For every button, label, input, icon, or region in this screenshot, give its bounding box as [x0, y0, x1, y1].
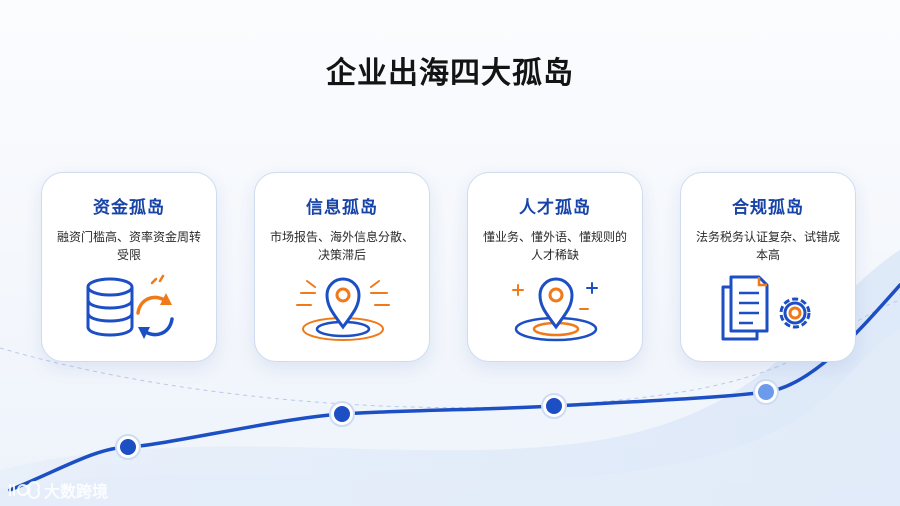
location-pin-sparkle-icon — [512, 277, 598, 342]
card-information-island: 信息孤岛 市场报告、海外信息分散、决策滞后 — [254, 172, 430, 362]
card-funding-island: 资金孤岛 融资门槛高、资率资金周转受限 — [41, 172, 217, 362]
card-talent-island: 人才孤岛 懂业务、懂外语、懂规则的人才稀缺 — [467, 172, 643, 362]
page-title: 企业出海四大孤岛 — [326, 56, 574, 91]
watermark: 大数跨境 — [8, 478, 108, 502]
milestone-dot — [541, 393, 567, 419]
database-cycle-icon — [86, 274, 174, 339]
brand-logo-icon — [9, 481, 40, 499]
location-pin-icon — [296, 277, 390, 341]
card-title: 人才孤岛 — [519, 198, 591, 218]
documents-gear-icon — [721, 275, 811, 341]
card-description: 融资门槛高、资率资金周转受限 — [56, 230, 201, 262]
card-title: 资金孤岛 — [93, 198, 165, 218]
card-description: 法务税务认证复杂、试错成本高 — [695, 230, 840, 262]
card-title: 合规孤岛 — [732, 198, 804, 218]
milestone-dot — [329, 401, 355, 427]
card-description: 市场报告、海外信息分散、决策滞后 — [269, 230, 414, 262]
watermark-text: 大数跨境 — [44, 482, 109, 501]
card-title: 信息孤岛 — [306, 198, 378, 218]
card-compliance-island: 合规孤岛 法务税务认证复杂、试错成本高 — [680, 172, 856, 362]
milestone-dot — [115, 434, 141, 460]
card-description: 懂业务、懂外语、懂规则的人才稀缺 — [482, 230, 627, 262]
milestone-dot — [753, 379, 779, 405]
